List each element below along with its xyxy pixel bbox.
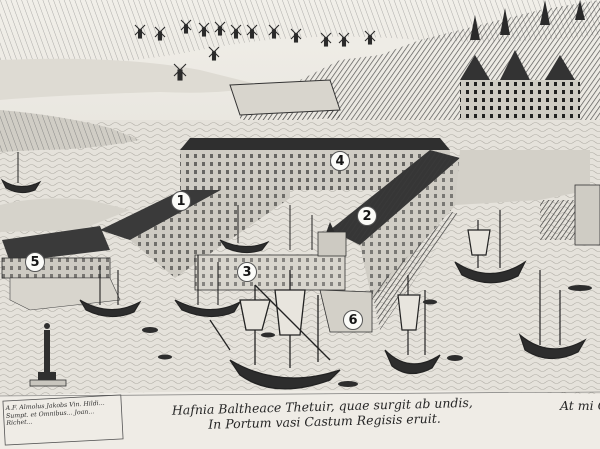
caption-banner [0, 390, 600, 449]
marker-1: 1 [171, 191, 191, 211]
marker-6: 6 [343, 310, 363, 330]
latin-caption-continued: At mi Cr [560, 398, 600, 413]
far-shore [0, 58, 260, 100]
distant-hills [0, 0, 600, 64]
ship-left [79, 265, 142, 318]
ship-far-left [0, 152, 42, 194]
arsenal-building-5 [1, 226, 121, 311]
ship-lower-right [384, 275, 441, 375]
small-boats [142, 285, 592, 387]
marker-5: 5 [25, 252, 45, 272]
ship-mid-left [174, 255, 242, 318]
ship-far-right [518, 270, 587, 360]
ship-inner-harbor [219, 205, 313, 254]
windmills [134, 19, 376, 81]
column-monument [29, 323, 67, 387]
arsenal-building-3 [194, 222, 347, 291]
marker-2: 2 [357, 206, 377, 226]
ship-large-center [209, 270, 341, 390]
right-quay [455, 150, 590, 205]
bastion [229, 79, 341, 116]
caption-cartouche [2, 394, 124, 446]
marker-4: 4 [330, 151, 350, 171]
marker-3: 3 [237, 262, 257, 282]
ship-right [454, 210, 527, 284]
